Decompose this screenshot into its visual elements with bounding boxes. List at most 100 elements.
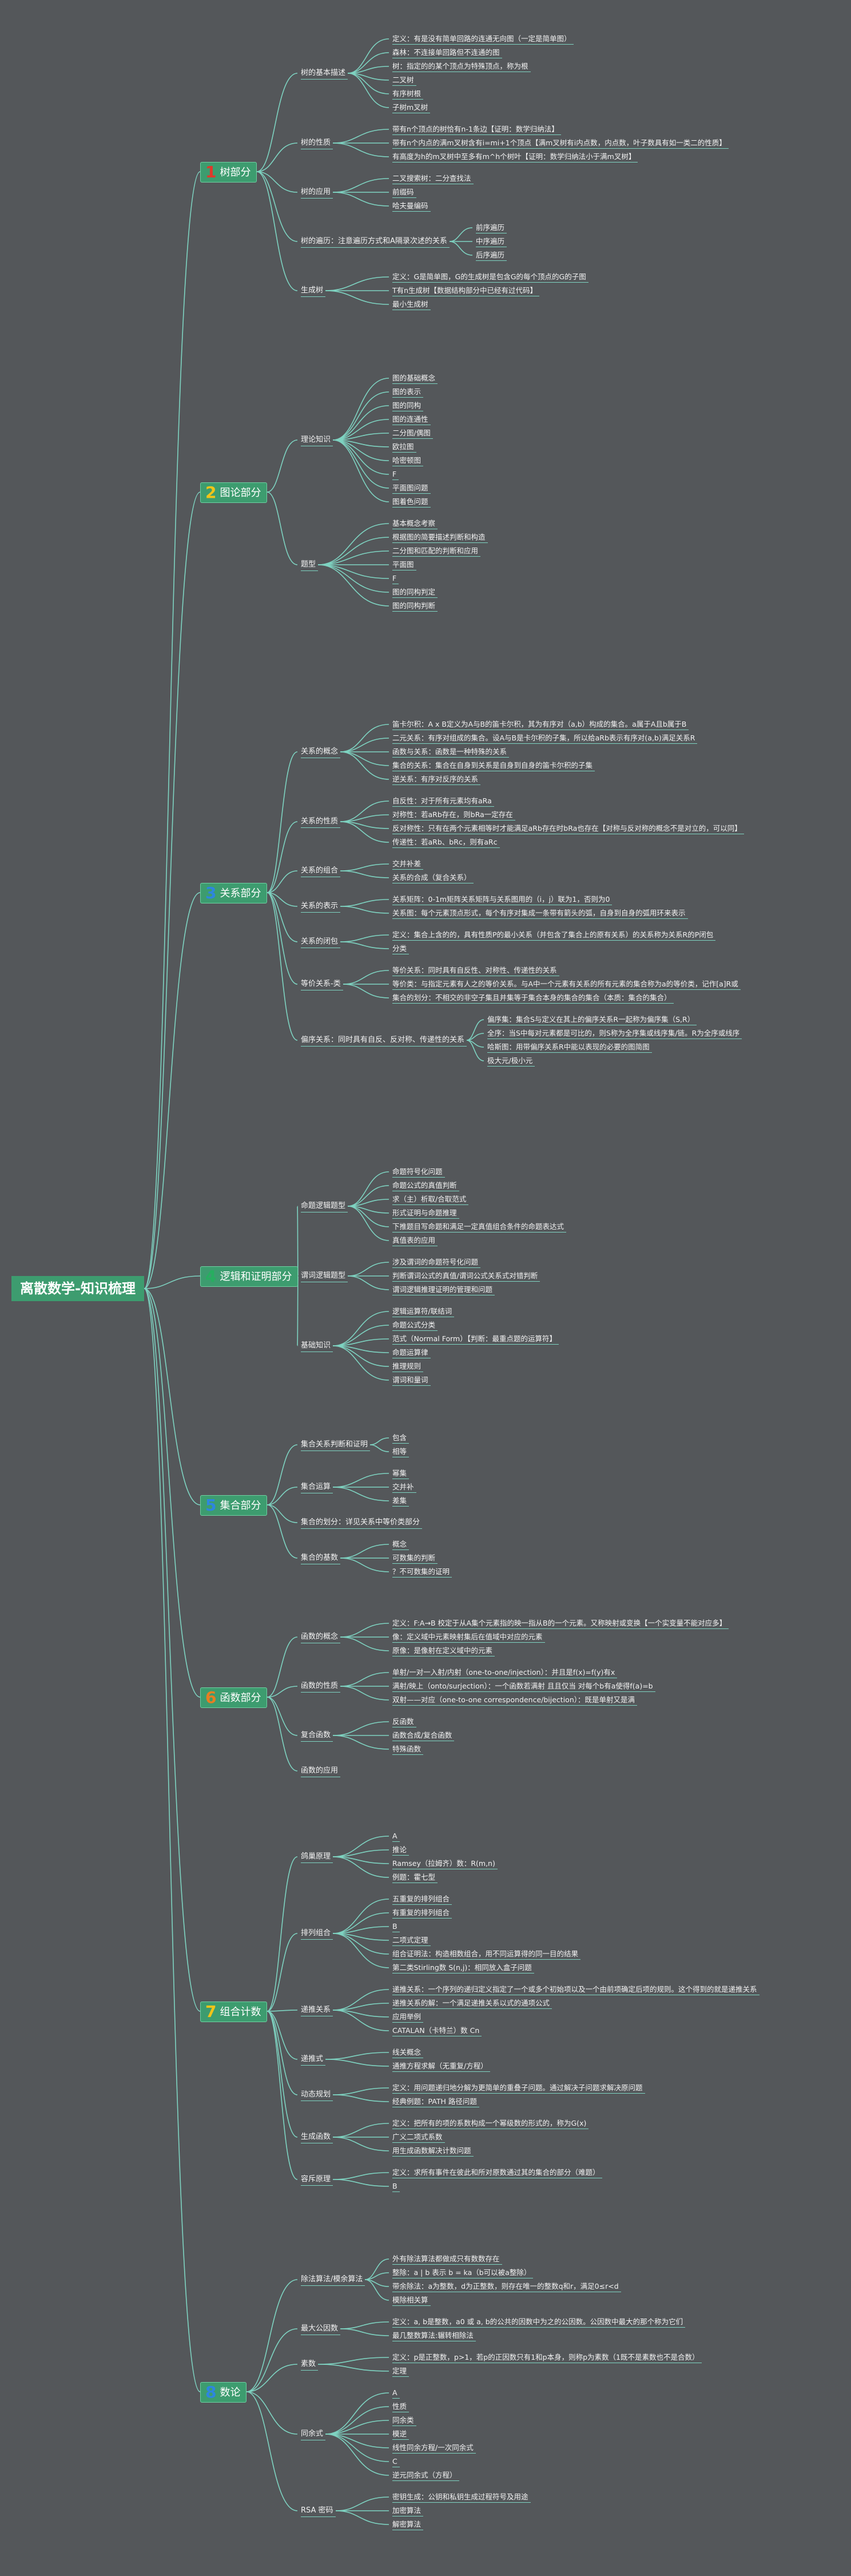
leaf-node[interactable]: 哈斯图：用带偏序关系R中能以表现的必要的图简图 xyxy=(487,1043,652,1053)
section-node[interactable]: 理论知识 xyxy=(301,435,333,446)
leaf-node[interactable]: 基本概念考察 xyxy=(392,519,438,529)
leaf-node[interactable]: 图的基础概念 xyxy=(392,374,438,384)
leaf-node[interactable]: C xyxy=(392,2457,400,2467)
leaf-node[interactable]: 定义：把所有的项的系数构成一个幂级数的形式的，称为G(x) xyxy=(392,2119,589,2129)
section-node[interactable]: 最大公因数 xyxy=(301,2324,341,2335)
section-node[interactable]: 生成树 xyxy=(301,286,326,297)
section-node[interactable]: 函数的概念 xyxy=(301,1632,341,1643)
leaf-node[interactable]: 哈密顿图 xyxy=(392,456,424,466)
leaf-node[interactable]: 整除：a | b 表示 b = ka（b可以被a整除） xyxy=(392,2268,534,2278)
leaf-node[interactable]: B xyxy=(392,2182,400,2192)
leaf-node[interactable]: 相等 xyxy=(392,1447,409,1457)
section-node[interactable]: 关系的性质 xyxy=(301,817,341,828)
leaf-node[interactable]: 平面图问题 xyxy=(392,484,431,494)
section-node[interactable]: 同余式 xyxy=(301,2430,326,2440)
leaf-node[interactable]: 范式（Normal Form）【判断：最重点题的运算符】 xyxy=(392,1334,559,1345)
leaf-node[interactable]: 二分图/偶图 xyxy=(392,429,433,439)
leaf-node[interactable]: 模除相关算 xyxy=(392,2296,431,2306)
section-node[interactable]: 函数的应用 xyxy=(301,1766,341,1777)
section-node[interactable]: 偏序关系：同时具有自反、反对称、传递性的关系 xyxy=(301,1036,467,1047)
leaf-node[interactable]: 谓词逻辑推理证明的管理和问题 xyxy=(392,1285,495,1295)
section-node[interactable]: 关系的组合 xyxy=(301,866,341,877)
leaf-node[interactable]: 子树m叉树 xyxy=(392,103,431,113)
leaf-node[interactable]: 差集 xyxy=(392,1496,409,1507)
leaf-node[interactable]: 形式证明与命题推理 xyxy=(392,1208,459,1219)
section-node[interactable]: 关系的表示 xyxy=(301,902,341,913)
section-node[interactable]: 集合的基数 xyxy=(301,1553,341,1564)
leaf-node[interactable]: 真值表的应用 xyxy=(392,1236,438,1246)
leaf-node[interactable]: 图的连通性 xyxy=(392,415,431,425)
leaf-node[interactable]: 二元关系：有序对组成的集合。设A与B是卡尔积的子集，所以给aRb表示有序对(a,… xyxy=(392,734,698,744)
leaf-node[interactable]: 满射/映上（onto/surjection）：一个函数若满射 且且仅当 对每个b… xyxy=(392,1682,655,1692)
leaf-node[interactable]: 关系矩阵：0-1m矩阵关系矩阵与关系图用的（i，j）联为1，否则为0 xyxy=(392,895,613,905)
leaf-node[interactable]: 谓词和量词 xyxy=(392,1376,431,1386)
section-node[interactable]: 排列组合 xyxy=(301,1929,333,1940)
leaf-node[interactable]: 有重复的排列组合 xyxy=(392,1908,452,1919)
leaf-node[interactable]: 性质 xyxy=(392,2402,409,2412)
leaf-node[interactable]: 递推关系的解：一个满足递推关系以式的通项公式 xyxy=(392,1999,552,2009)
leaf-node[interactable]: 逻辑运算符/联结词 xyxy=(392,1307,455,1317)
leaf-node[interactable]: 带有n个内点的满m叉树含有i=mi+1个顶点【满m叉树有i内点数，内点数，叶子数… xyxy=(392,138,729,149)
leaf-node[interactable]: 原像：是像射在定义域中的元素 xyxy=(392,1646,495,1656)
leaf-node[interactable]: 二叉树 xyxy=(392,76,416,86)
leaf-node[interactable]: 单射/一对一入射/内射（one-to-one/injection）：并且是f(x… xyxy=(392,1668,618,1678)
leaf-node[interactable]: 交并补 xyxy=(392,1483,416,1493)
section-node[interactable]: 鸽巢原理 xyxy=(301,1852,333,1863)
leaf-node[interactable]: 定义：G是简单图，G的生成树是包含G的每个顶点的G的子图 xyxy=(392,272,588,283)
leaf-node[interactable]: B xyxy=(392,1922,400,1932)
leaf-node[interactable]: 涉及谓词的命题符号化问题 xyxy=(392,1258,481,1268)
leaf-node[interactable]: 传递性：若aRb、bRc，则有aRc xyxy=(392,838,500,848)
leaf-node[interactable]: 命题运算律 xyxy=(392,1348,431,1358)
leaf-node[interactable]: 关系图：每个元素顶点形式，每个有序对集成一条带有箭头的弧，自身到自身的弧用环来表… xyxy=(392,909,688,919)
leaf-node[interactable]: 平面图 xyxy=(392,560,416,570)
leaf-node[interactable]: 像：定义域中元素映射集后在值域中对应的元素 xyxy=(392,1632,545,1643)
leaf-node[interactable]: 森林：不连接单回路但不连通的图 xyxy=(392,48,502,58)
leaf-node[interactable]: 偏序集：集合S与定义在其上的偏序关系R一起称为偏序集（S,R） xyxy=(487,1015,697,1025)
section-node[interactable]: 生成函数 xyxy=(301,2133,333,2143)
leaf-node[interactable]: 定义：p是正整数，p>1，若p的正因数只有1和p本身，则称p为素数（1既不是素数… xyxy=(392,2353,702,2363)
leaf-node[interactable]: 极大元/极小元 xyxy=(487,1056,535,1067)
leaf-node[interactable]: 图的同构判定 xyxy=(392,588,438,598)
section-node[interactable]: 命题逻辑题型 xyxy=(301,1202,348,1212)
leaf-node[interactable]: 等价关系：同时具有自反性、对称性、传递性的关系 xyxy=(392,966,559,976)
leaf-node[interactable]: 前序遍历 xyxy=(476,223,507,233)
leaf-node[interactable]: 分类 xyxy=(392,944,409,954)
leaf-node[interactable]: 包含 xyxy=(392,1433,409,1444)
leaf-node[interactable]: 判断谓词公式的真值/谓词公式关系式对错判断 xyxy=(392,1271,540,1282)
leaf-node[interactable]: A xyxy=(392,2388,400,2399)
leaf-node[interactable]: 图的表示 xyxy=(392,387,424,398)
leaf-node[interactable]: 加密算法 xyxy=(392,2506,424,2516)
leaf-node[interactable]: 全序：当S中每对元素都是可比的，则S称为全序集或线序集/链。R为全序或线序 xyxy=(487,1029,742,1039)
leaf-node[interactable]: 有高度为h的m叉树中至多有m^h个树叶【证明：数学归纳法小于满m叉树】 xyxy=(392,152,638,163)
leaf-node[interactable]: 定义：用问题递归地分解为更简单的重叠子问题。通过解决子问题求解决原问题 xyxy=(392,2083,645,2094)
leaf-node[interactable]: 前缀码 xyxy=(392,188,416,198)
section-node[interactable]: 递推式 xyxy=(301,2055,326,2066)
section-node[interactable]: 题型 xyxy=(301,560,319,571)
leaf-node[interactable]: 组合证明法：构造相数组合，用不同运算得的同一目的结果 xyxy=(392,1949,581,1960)
section-node[interactable]: 关系的闭包 xyxy=(301,937,341,948)
leaf-node[interactable]: 下推题目写命题和满足一定真值组合条件的命题表达式 xyxy=(392,1222,567,1232)
leaf-node[interactable]: 最几整数算法:辗转相除法 xyxy=(392,2331,476,2341)
leaf-node[interactable]: 定义：有是没有简单回路的连通无向图（一定是简单图） xyxy=(392,34,574,45)
leaf-node[interactable]: 哈夫曼编码 xyxy=(392,201,431,212)
leaf-node[interactable]: 双射——对应（one-to-one correspondence/bijecti… xyxy=(392,1695,637,1706)
leaf-node[interactable]: 树：指定的的某个顶点为特殊顶点，称为根 xyxy=(392,62,531,72)
leaf-node[interactable]: 五重复的排列组合 xyxy=(392,1895,452,1905)
leaf-node[interactable]: 图的同构判断 xyxy=(392,601,438,612)
leaf-node[interactable]: F xyxy=(392,470,399,480)
leaf-node[interactable]: CATALAN（卡特兰）数 Cn xyxy=(392,2026,482,2036)
leaf-node[interactable]: 欧拉图 xyxy=(392,442,416,453)
leaf-node[interactable]: 用生成函数解决计数问题 xyxy=(392,2146,474,2157)
leaf-node[interactable]: 模逆 xyxy=(392,2430,409,2440)
leaf-node[interactable]: 例题：霍七型 xyxy=(392,1873,438,1883)
section-node[interactable]: 树的性质 xyxy=(301,138,333,149)
leaf-node[interactable]: 有序树根 xyxy=(392,89,424,100)
leaf-node[interactable]: 二分图和匹配的判断和应用 xyxy=(392,546,481,557)
leaf-node[interactable]: 命题符号化问题 xyxy=(392,1167,445,1178)
leaf-node[interactable]: 通推方程求解（无重复/方程） xyxy=(392,2062,490,2072)
section-node[interactable]: 基础知识 xyxy=(301,1341,333,1352)
